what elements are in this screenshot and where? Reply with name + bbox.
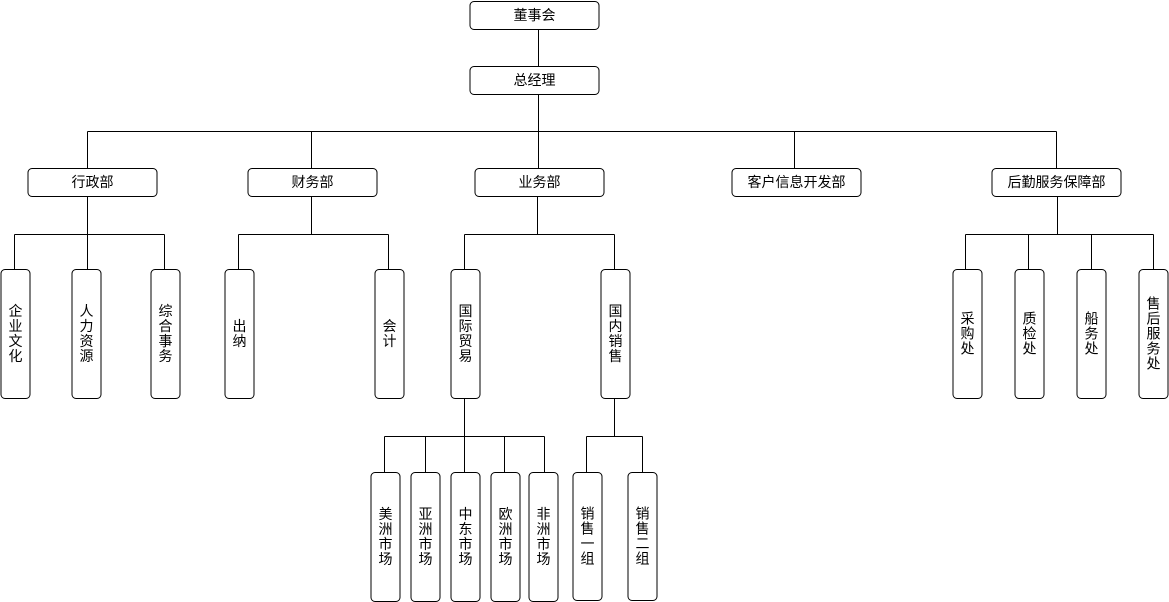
node-unit-after-sales-label: 售后服务处 bbox=[1147, 297, 1161, 373]
node-unit-shipping: 船务处 bbox=[1076, 269, 1107, 399]
node-dept-admin-label: 行政部 bbox=[72, 175, 114, 191]
node-unit-quality-label: 质检处 bbox=[1023, 312, 1037, 358]
node-market-asia: 亚洲市场 bbox=[410, 472, 441, 602]
node-unit-accounting-label: 会计 bbox=[383, 319, 397, 350]
node-unit-procurement-box bbox=[952, 269, 983, 399]
node-market-middle-east-label: 中东市场 bbox=[459, 507, 473, 568]
node-market-europe-label: 欧洲市场 bbox=[499, 507, 513, 568]
node-unit-domestic: 国内销售 bbox=[600, 269, 631, 399]
node-unit-after-sales-box bbox=[1138, 269, 1169, 399]
node-unit-accounting-box bbox=[374, 269, 405, 399]
node-market-asia-label: 亚洲市场 bbox=[419, 507, 433, 568]
node-unit-culture-label: 企业文化 bbox=[9, 303, 23, 365]
node-dept-admin: 行政部 bbox=[27, 168, 158, 197]
node-dept-client-info: 客户信息开发部 bbox=[731, 168, 862, 197]
node-unit-intl-trade-label: 国际贸易 bbox=[459, 304, 473, 365]
node-unit-culture: 企业文化 bbox=[0, 269, 31, 399]
node-market-europe: 欧洲市场 bbox=[490, 472, 521, 602]
node-sales-group-one-label: 销售一组 bbox=[581, 507, 595, 568]
connectors bbox=[14, 29, 1154, 473]
node-sales-group-one-box bbox=[572, 472, 603, 601]
node-unit-procurement: 采购处 bbox=[952, 269, 983, 399]
node-unit-hr-box bbox=[71, 269, 102, 399]
node-unit-quality-box bbox=[1014, 269, 1045, 399]
node-unit-hr: 人力资源 bbox=[71, 269, 102, 399]
node-unit-shipping-box bbox=[1076, 269, 1107, 399]
node-market-americas-label: 美洲市场 bbox=[379, 507, 393, 568]
node-dept-client-info-label: 客户信息开发部 bbox=[748, 174, 846, 191]
node-unit-intl-trade: 国际贸易 bbox=[450, 269, 481, 399]
node-sales-group-two-label: 销售二组 bbox=[636, 507, 650, 568]
node-unit-after-sales: 售后服务处 bbox=[1138, 269, 1169, 399]
node-unit-general: 综合事务 bbox=[150, 269, 181, 399]
node-market-africa: 非洲市场 bbox=[528, 472, 559, 602]
node-board: 董事会 bbox=[469, 1, 600, 30]
node-general-manager-box bbox=[469, 66, 600, 95]
node-board-box bbox=[469, 1, 600, 30]
node-unit-general-box bbox=[150, 269, 181, 399]
node-market-americas: 美洲市场 bbox=[370, 472, 401, 602]
node-unit-hr-label: 人力资源 bbox=[80, 304, 94, 365]
node-dept-logistics-box bbox=[991, 168, 1122, 197]
node-unit-quality: 质检处 bbox=[1014, 269, 1045, 399]
node-unit-culture-box bbox=[0, 269, 31, 399]
node-dept-business: 业务部 bbox=[474, 168, 605, 197]
node-unit-procurement-label: 采购处 bbox=[961, 312, 975, 358]
node-unit-intl-trade-box bbox=[450, 269, 481, 399]
node-dept-finance-label: 财务部 bbox=[292, 175, 334, 191]
node-unit-cashier-box bbox=[224, 269, 255, 399]
node-unit-accounting: 会计 bbox=[374, 269, 405, 399]
node-general-manager-label: 总经理 bbox=[514, 73, 556, 89]
node-dept-finance-box bbox=[247, 168, 378, 197]
node-unit-shipping-label: 船务处 bbox=[1085, 312, 1099, 358]
node-sales-group-two: 销售二组 bbox=[627, 472, 658, 601]
node-dept-logistics: 后勤服务保障部 bbox=[991, 168, 1122, 197]
node-market-africa-label: 非洲市场 bbox=[537, 507, 551, 568]
node-general-manager: 总经理 bbox=[469, 66, 600, 95]
node-unit-cashier: 出纳 bbox=[224, 269, 255, 399]
node-board-label: 董事会 bbox=[514, 8, 556, 24]
node-sales-group-two-box bbox=[627, 472, 658, 601]
node-market-middle-east: 中东市场 bbox=[450, 472, 481, 602]
node-unit-cashier-label: 出纳 bbox=[233, 319, 247, 350]
node-sales-group-one: 销售一组 bbox=[572, 472, 603, 601]
node-dept-client-info-box bbox=[731, 168, 862, 197]
node-unit-domestic-label: 国内销售 bbox=[609, 304, 623, 365]
node-dept-admin-box bbox=[27, 168, 158, 197]
node-dept-business-label: 业务部 bbox=[519, 175, 561, 191]
node-unit-general-label: 综合事务 bbox=[159, 304, 173, 365]
node-dept-logistics-label: 后勤服务保障部 bbox=[1008, 175, 1106, 191]
node-unit-domestic-box bbox=[600, 269, 631, 399]
node-dept-business-box bbox=[474, 168, 605, 197]
node-dept-finance: 财务部 bbox=[247, 168, 378, 197]
